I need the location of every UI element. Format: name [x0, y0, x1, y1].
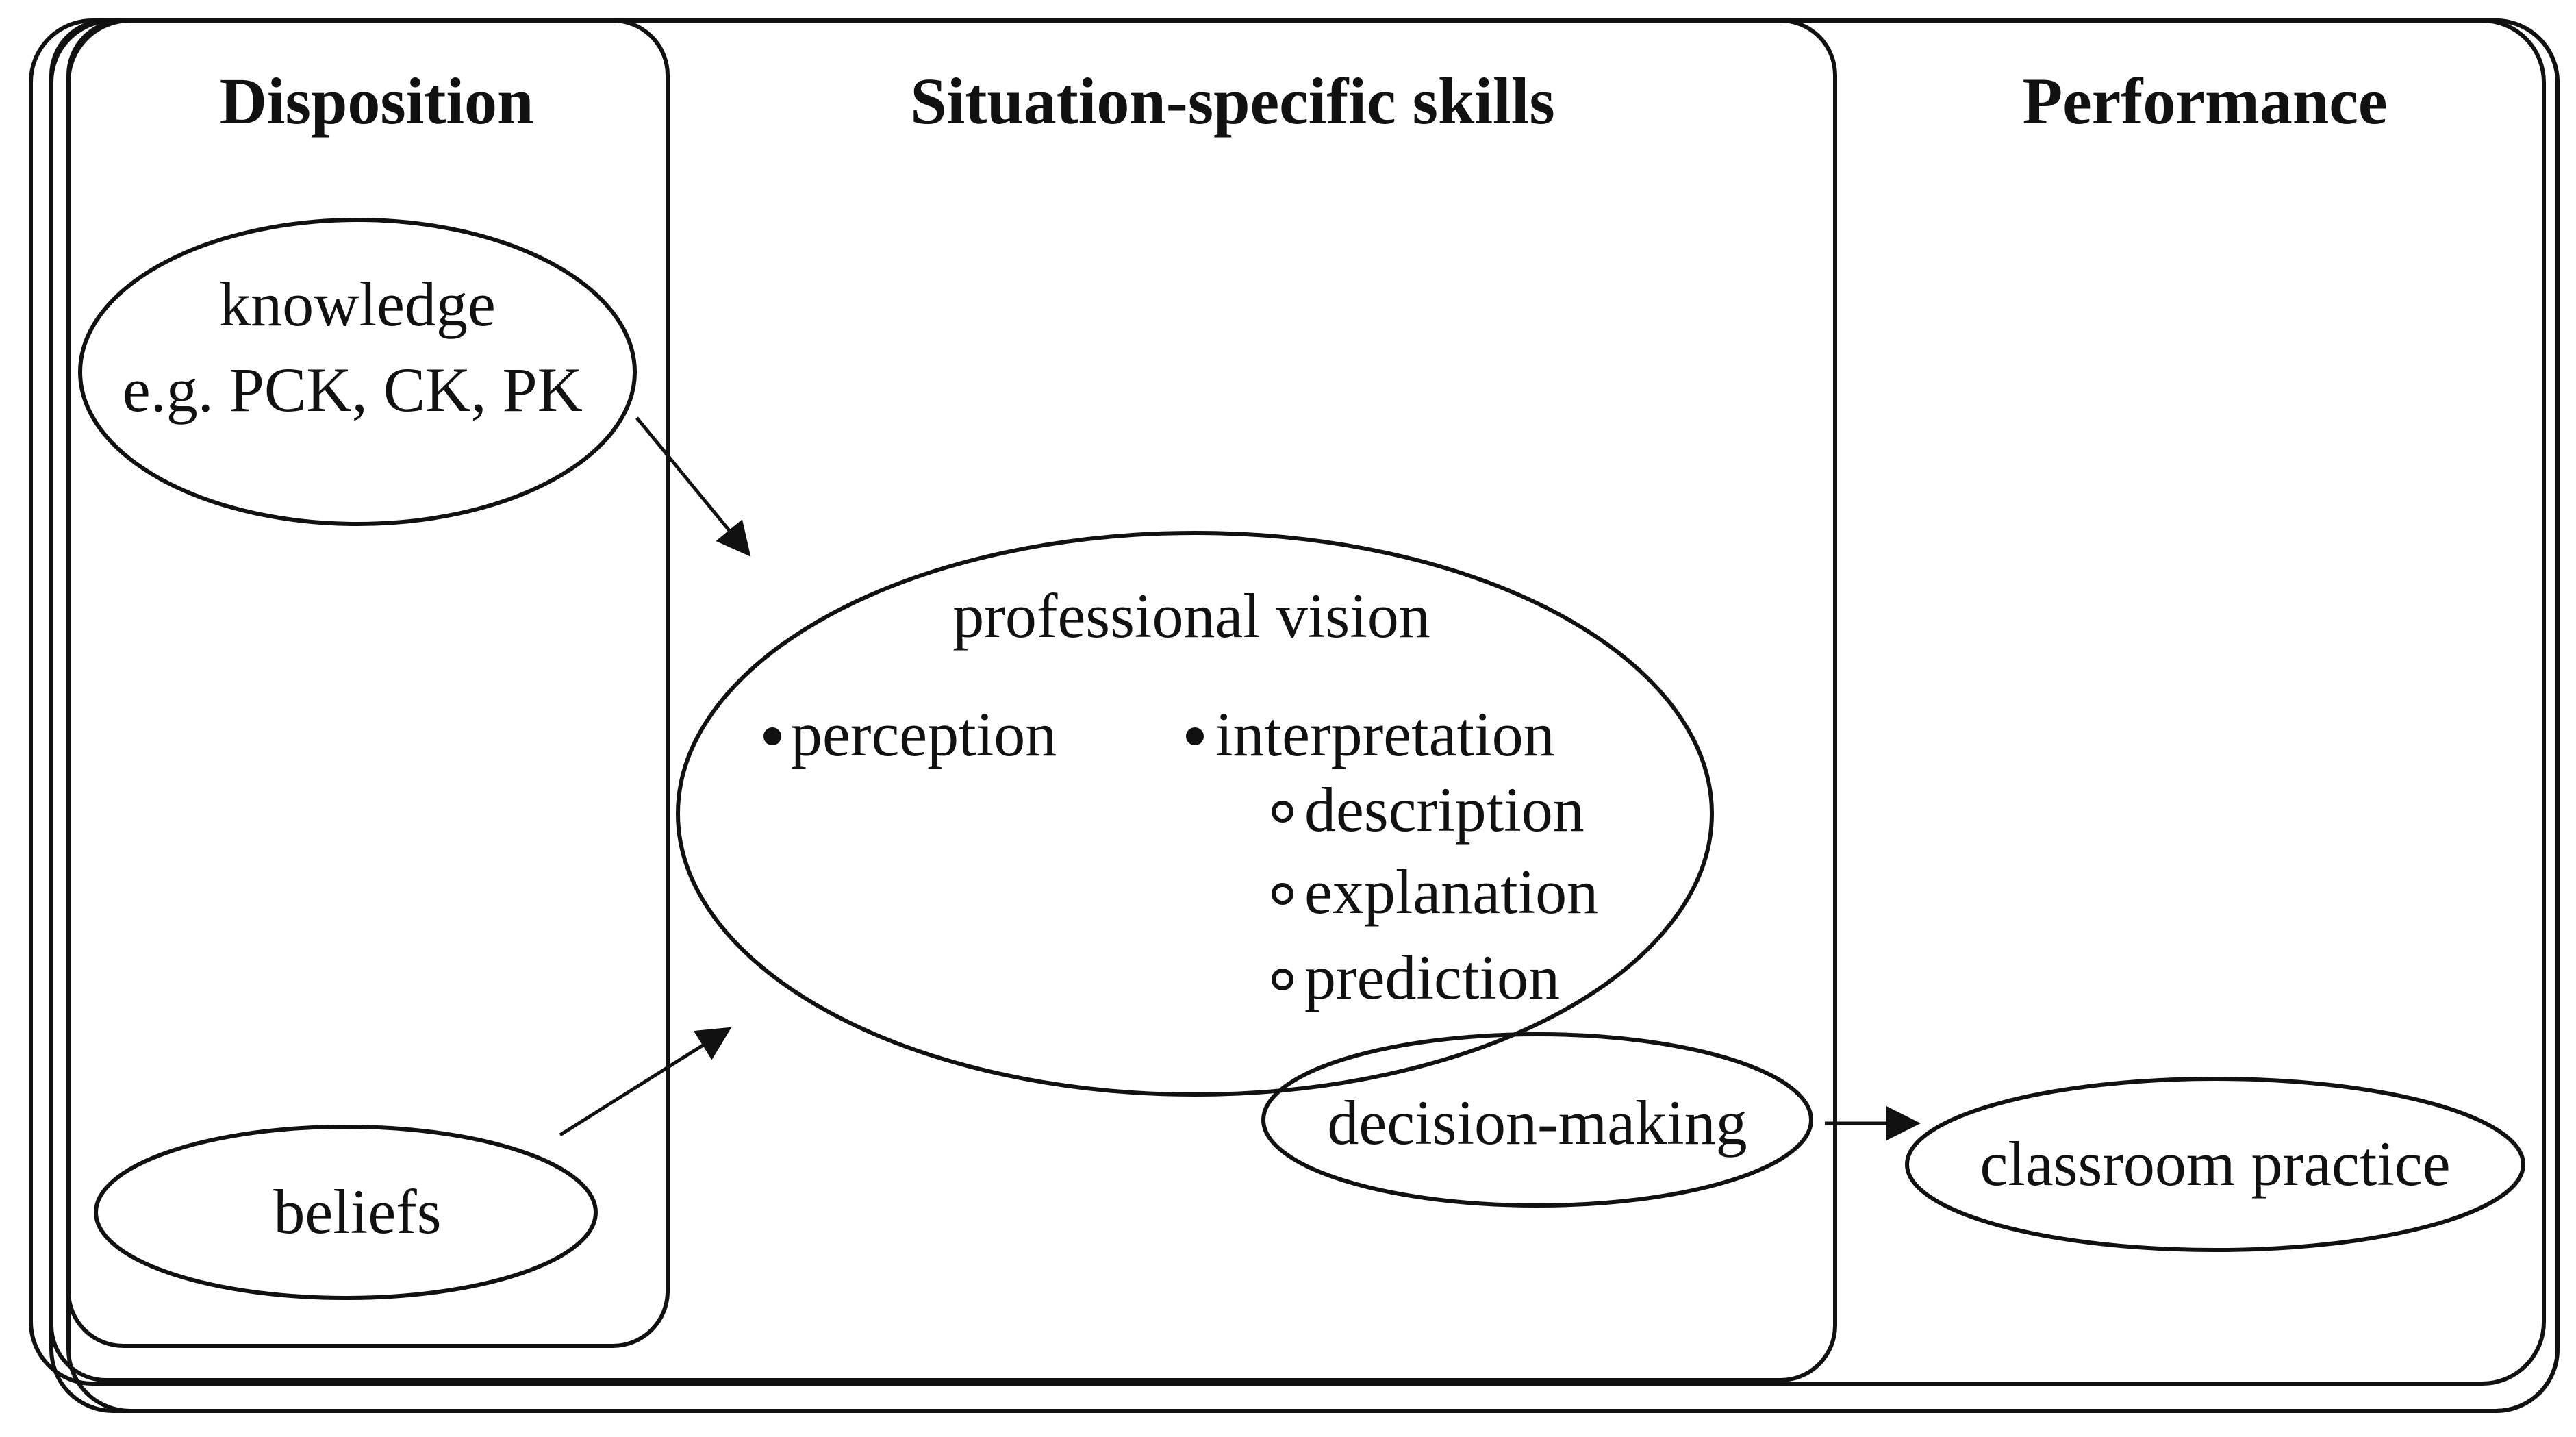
decision-making-label: decision-making — [1327, 1088, 1747, 1158]
classroom-practice-ellipse — [1905, 1077, 2525, 1252]
perception-label: perception — [791, 699, 1057, 769]
knowledge-to-vision-arrow — [635, 416, 751, 557]
heading-situation-specific-skills: Situation-specific skills — [910, 64, 1554, 138]
beliefs-ellipse — [94, 1125, 598, 1300]
skills-frame — [49, 18, 1837, 1382]
description-bullet-icon — [1272, 801, 1293, 823]
heading-disposition: Disposition — [220, 64, 534, 138]
prediction-label: prediction — [1304, 942, 1560, 1012]
decision-making-ellipse — [1261, 1032, 1813, 1208]
knowledge-examples-label: e.g. PCK, CK, PK — [123, 355, 583, 425]
knowledge-ellipse — [78, 218, 637, 526]
heading-performance: Performance — [2022, 64, 2387, 138]
beliefs-label: beliefs — [273, 1177, 441, 1247]
professional-vision-title: professional vision — [952, 581, 1430, 651]
description-label: description — [1304, 775, 1584, 845]
professional-vision-ellipse — [676, 531, 1714, 1097]
disposition-frame — [66, 18, 670, 1348]
classroom-practice-label: classroom practice — [1980, 1129, 2450, 1199]
knowledge-label: knowledge — [219, 269, 496, 339]
interpretation-label: interpretation — [1215, 699, 1555, 769]
perception-bullet-icon — [763, 727, 781, 745]
explanation-label: explanation — [1304, 857, 1598, 927]
explanation-bullet-icon — [1272, 883, 1293, 905]
prediction-bullet-icon — [1272, 969, 1293, 990]
interpretation-bullet-icon — [1186, 727, 1204, 745]
beliefs-to-vision-arrow — [559, 1027, 732, 1137]
